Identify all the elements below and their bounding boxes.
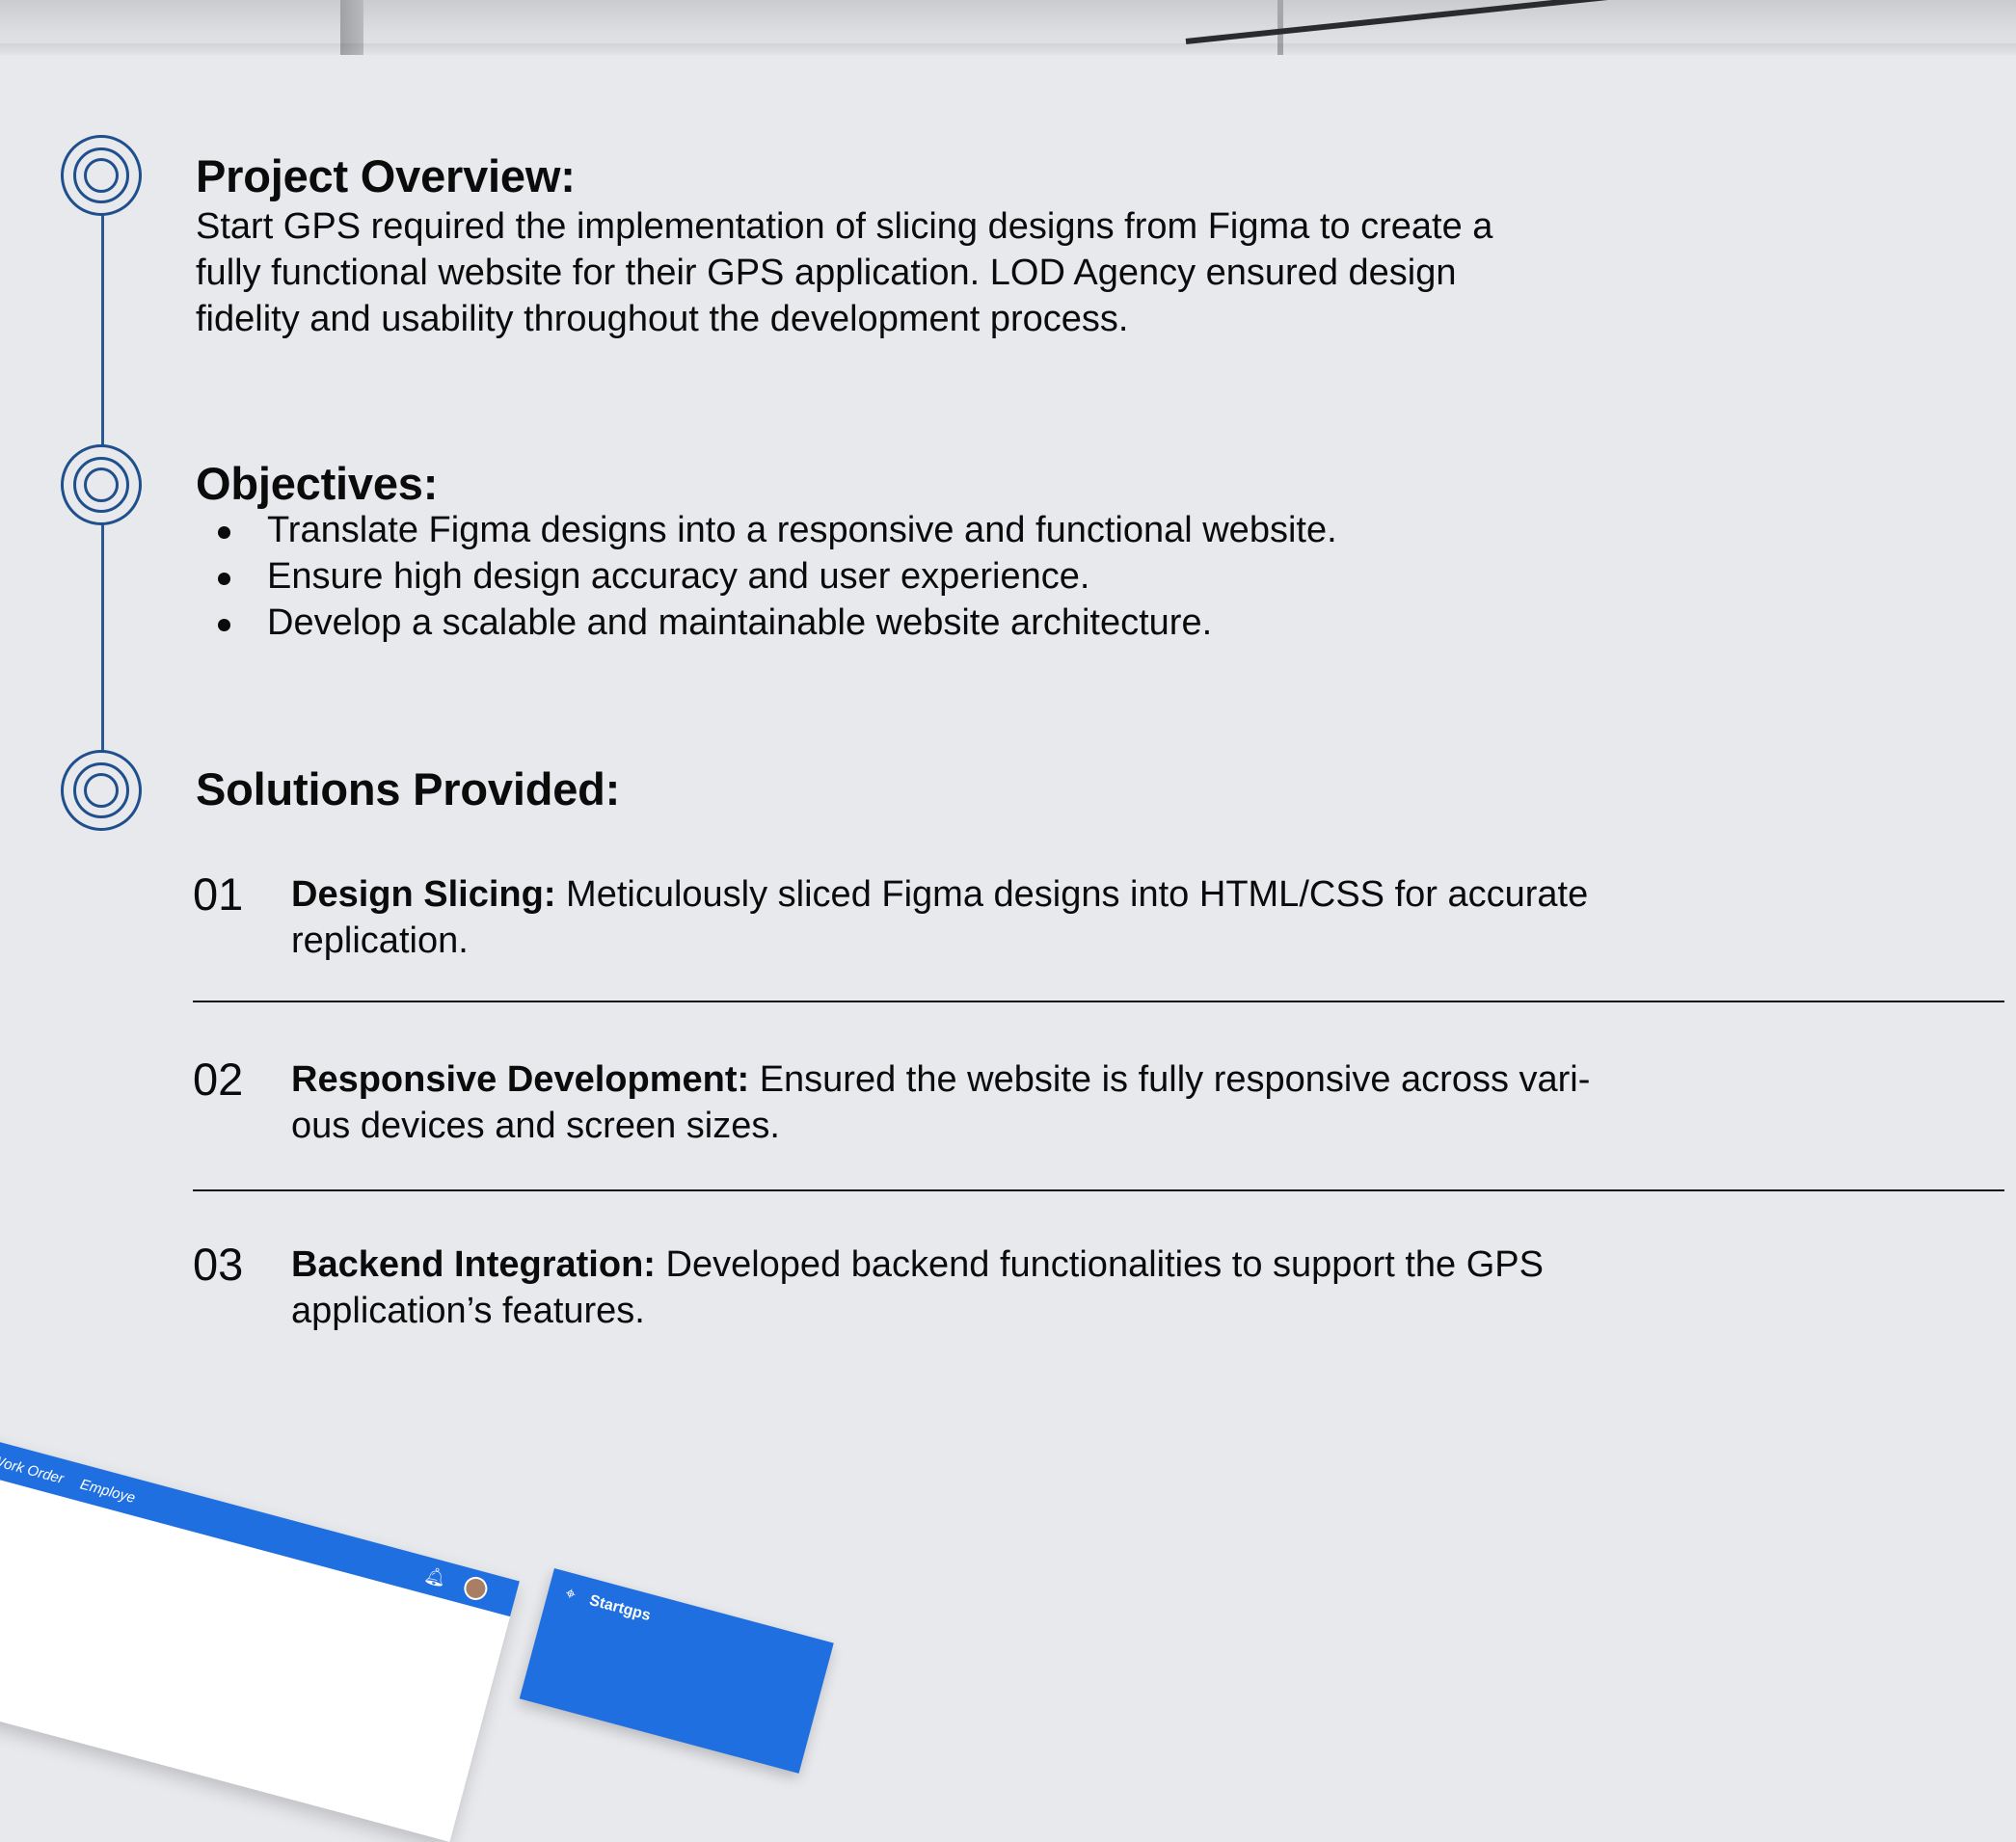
bullet-icon xyxy=(218,619,230,631)
solution-text: Design Slicing: Meticulously sliced Figm… xyxy=(291,871,1588,964)
photo-shadow xyxy=(0,43,2016,55)
divider xyxy=(193,1189,2004,1191)
bell-icon: 🔔︎ xyxy=(422,1564,449,1589)
solution-description: Developed backend functionalities to sup… xyxy=(655,1244,1544,1285)
solution-title: Design Slicing: xyxy=(291,874,556,915)
objective-text: Ensure high design accuracy and user exp… xyxy=(267,556,1090,597)
solution-number: 02 xyxy=(193,1054,244,1105)
solution-text: Backend Integration: Developed backend f… xyxy=(291,1241,1544,1334)
solution-number: 03 xyxy=(193,1239,244,1290)
objective-item: Develop a scalable and maintainable webs… xyxy=(196,600,1337,646)
mockup-navbar: Work Order Employe 🔔︎ xyxy=(0,1427,520,1617)
objectives-heading: Objectives: xyxy=(196,458,439,509)
solution-description: Ensured the website is fully responsive … xyxy=(749,1059,1591,1100)
photo-edge xyxy=(1277,0,1283,55)
solution-title: Backend Integration: xyxy=(291,1244,656,1285)
solution-number: 01 xyxy=(193,868,244,920)
bullet-icon xyxy=(218,526,230,539)
timeline-ring-icon xyxy=(61,750,142,831)
photo-diagonal-edge xyxy=(1185,0,1916,44)
solution-description: ous devices and screen sizes. xyxy=(291,1106,780,1146)
mockup-brand: Startgps xyxy=(587,1591,653,1625)
objective-text: Translate Figma designs into a responsiv… xyxy=(267,510,1337,550)
objective-item: Translate Figma designs into a responsiv… xyxy=(196,507,1337,553)
solution-text: Responsive Development: Ensured the webs… xyxy=(291,1056,1590,1149)
bullet-icon xyxy=(218,573,230,585)
app-mockup: ⌖ Startgps xyxy=(519,1568,834,1774)
solutions-heading: Solutions Provided: xyxy=(196,763,621,814)
objective-item: Ensure high design accuracy and user exp… xyxy=(196,553,1337,600)
header-photo xyxy=(0,0,2016,55)
solution-description: Meticulously sliced Figma designs into H… xyxy=(555,874,1589,915)
timeline-ring-icon xyxy=(61,444,142,525)
mockup-nav-work-order: Work Order xyxy=(0,1452,66,1488)
overview-heading: Project Overview: xyxy=(196,150,576,201)
timeline-ring-icon xyxy=(61,135,142,216)
overview-text: Start GPS required the implementation of… xyxy=(196,203,1642,342)
mockup-nav-employe: Employe xyxy=(78,1476,138,1507)
dashboard-mockup: Work Order Employe 🔔︎ xyxy=(0,1427,520,1842)
solution-description: application’s features. xyxy=(291,1291,645,1331)
solution-description: replication. xyxy=(291,921,469,961)
overview-line: fidelity and usability throughout the de… xyxy=(196,299,1129,339)
overview-line: fully functional website for their GPS a… xyxy=(196,253,1457,293)
avatar xyxy=(461,1574,491,1603)
objectives-list: Translate Figma designs into a responsiv… xyxy=(196,507,1337,646)
overview-line: Start GPS required the implementation of… xyxy=(196,206,1493,247)
location-icon: ⌖ xyxy=(563,1583,578,1605)
objective-text: Develop a scalable and maintainable webs… xyxy=(267,602,1213,643)
photo-edge xyxy=(340,0,363,55)
solution-title: Responsive Development: xyxy=(291,1059,750,1100)
divider xyxy=(193,1001,2004,1002)
